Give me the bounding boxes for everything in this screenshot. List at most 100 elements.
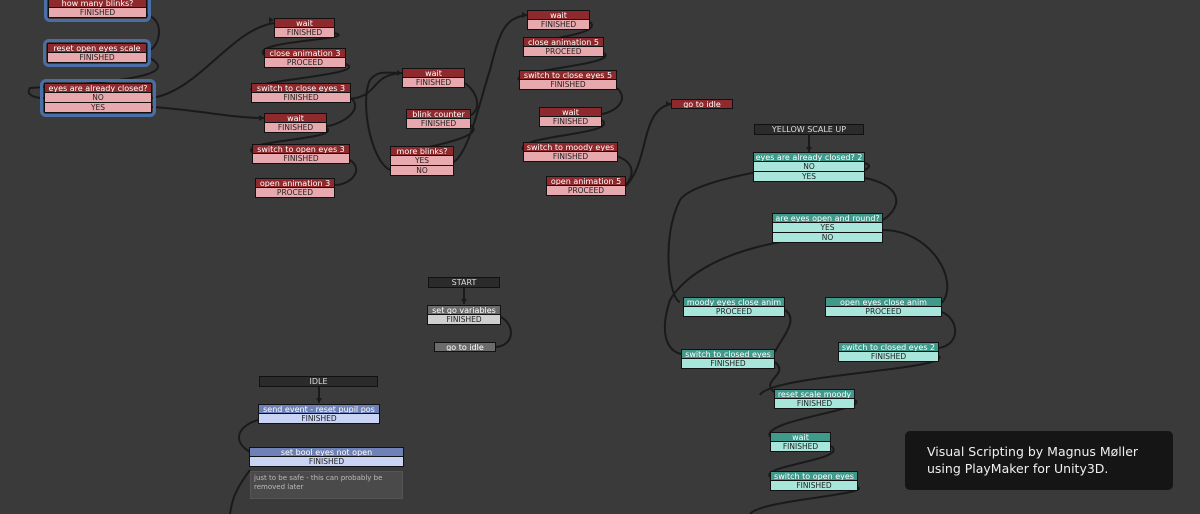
state-wait[interactable]: wait FINISHED: [527, 10, 590, 30]
transition-no[interactable]: NO: [390, 166, 454, 176]
state-title: eyes are already closed?: [44, 83, 152, 93]
state-reset-open-eyes-scale[interactable]: reset open eyes scale FINISHED: [43, 39, 151, 67]
state-wait[interactable]: wait FINISHED: [539, 107, 602, 127]
transition-proceed[interactable]: PROCEED: [683, 307, 785, 317]
transition-finished[interactable]: FINISHED: [252, 154, 350, 164]
transition-finished[interactable]: FINISHED: [48, 8, 147, 18]
transition-finished[interactable]: FINISHED: [251, 93, 351, 103]
state-title: wait: [264, 113, 327, 123]
state-comment: just to be safe - this can probably be r…: [250, 471, 403, 499]
state-switch-to-moody-eyes[interactable]: switch to moody eyes FINISHED: [523, 142, 618, 162]
transition-yes[interactable]: YES: [772, 223, 883, 233]
state-switch-to-open-eyes[interactable]: switch to open eyes FINISHED: [770, 471, 858, 491]
state-title: go to idle: [434, 342, 496, 352]
transition-finished[interactable]: FINISHED: [47, 53, 147, 63]
state-title: open eyes close anim: [825, 297, 942, 307]
credit-line-1: Visual Scripting by Magnus Møller: [927, 444, 1139, 459]
state-are-eyes-open-and-round[interactable]: are eyes open and round? YES NO: [772, 213, 883, 243]
credit-overlay: Visual Scripting by Magnus Møller using …: [905, 431, 1173, 490]
state-switch-to-close-eyes-3[interactable]: switch to close eyes 3 FINISHED: [251, 83, 351, 103]
state-open-animation-3[interactable]: open animation 3 PROCEED: [255, 178, 335, 198]
state-wait[interactable]: wait FINISHED: [264, 113, 327, 133]
state-title: eyes are already closed? 2: [753, 152, 865, 162]
state-eyes-already-closed-2[interactable]: eyes are already closed? 2 NO YES: [753, 152, 865, 182]
transition-finished[interactable]: FINISHED: [258, 414, 380, 424]
state-reset-scale-moody[interactable]: reset scale moody FINISHED: [774, 389, 855, 409]
state-switch-to-open-eyes-3[interactable]: switch to open eyes 3 FINISHED: [252, 144, 350, 164]
state-title: reset open eyes scale: [47, 43, 147, 53]
transition-finished[interactable]: FINISHED: [264, 123, 327, 133]
transition-no[interactable]: NO: [772, 233, 883, 243]
state-send-event-reset-pupil-pos[interactable]: send event - reset pupil pos FINISHED: [258, 404, 380, 424]
state-title: switch to moody eyes: [523, 142, 618, 152]
transition-finished[interactable]: FINISHED: [519, 80, 617, 90]
transition-proceed[interactable]: PROCEED: [255, 188, 335, 198]
transition-proceed[interactable]: PROCEED: [825, 307, 942, 317]
transition-finished[interactable]: FINISHED: [770, 442, 831, 452]
state-title: more blinks?: [390, 146, 454, 156]
state-moody-eyes-close-anim[interactable]: moody eyes close anim PROCEED: [683, 297, 785, 317]
transition-finished[interactable]: FINISHED: [539, 117, 602, 127]
state-more-blinks[interactable]: more blinks? YES NO: [390, 146, 454, 176]
transition-proceed[interactable]: PROCEED: [546, 186, 626, 196]
transition-no[interactable]: NO: [44, 93, 152, 103]
state-wait[interactable]: wait FINISHED: [274, 18, 335, 38]
state-title: switch to closed eyes: [681, 349, 775, 359]
transition-finished[interactable]: FINISHED: [774, 399, 855, 409]
state-eyes-already-closed[interactable]: eyes are already closed? NO YES: [40, 79, 156, 117]
state-title: close animation 3: [264, 48, 346, 58]
state-how-many-blinks[interactable]: how many blinks? FINISHED: [44, 0, 151, 22]
transition-proceed[interactable]: PROCEED: [264, 58, 346, 68]
state-wait[interactable]: wait FINISHED: [770, 432, 831, 452]
state-title: wait: [770, 432, 831, 442]
transition-finished[interactable]: FINISHED: [249, 457, 404, 467]
transition-finished[interactable]: FINISHED: [527, 20, 590, 30]
state-title: set bool eyes not open: [249, 447, 404, 457]
state-set-bool-eyes-not-open[interactable]: set bool eyes not open FINISHED: [249, 447, 404, 467]
state-open-animation-5[interactable]: open animation 5 PROCEED: [546, 176, 626, 196]
transition-yes[interactable]: YES: [44, 103, 152, 113]
transition-yes[interactable]: YES: [390, 156, 454, 166]
state-title: set go variables: [427, 305, 501, 315]
transition-proceed[interactable]: PROCEED: [523, 47, 604, 57]
state-title: are eyes open and round?: [772, 213, 883, 223]
transition-finished[interactable]: FINISHED: [274, 28, 335, 38]
event-label-start: START: [428, 277, 500, 288]
transition-yes[interactable]: YES: [753, 172, 865, 182]
transition-no[interactable]: NO: [753, 162, 865, 172]
transition-finished[interactable]: FINISHED: [770, 481, 858, 491]
state-switch-to-closed-eyes-2[interactable]: switch to closed eyes 2 FINISHED: [838, 342, 939, 362]
state-switch-to-close-eyes-5[interactable]: switch to close eyes 5 FINISHED: [519, 70, 617, 90]
state-close-animation-5[interactable]: close animation 5 PROCEED: [523, 37, 604, 57]
state-wait[interactable]: wait FINISHED: [402, 68, 465, 88]
state-title: switch to open eyes: [770, 471, 858, 481]
transition-finished[interactable]: FINISHED: [681, 359, 775, 369]
state-switch-to-closed-eyes[interactable]: switch to closed eyes FINISHED: [681, 349, 775, 369]
credit-line-2: using PlayMaker for Unity3D.: [927, 461, 1109, 476]
state-title: blink counter: [406, 109, 471, 119]
transition-finished[interactable]: FINISHED: [402, 78, 465, 88]
state-title: switch to close eyes 5: [519, 70, 617, 80]
state-open-eyes-close-anim[interactable]: open eyes close anim PROCEED: [825, 297, 942, 317]
state-title: close animation 5: [523, 37, 604, 47]
state-set-go-variables[interactable]: set go variables FINISHED: [427, 305, 501, 325]
state-title: wait: [402, 68, 465, 78]
transition-finished[interactable]: FINISHED: [427, 315, 501, 325]
state-title: switch to open eyes 3: [252, 144, 350, 154]
state-go-to-idle[interactable]: go to idle: [434, 342, 496, 352]
state-title: go to idle: [671, 99, 733, 109]
state-blink-counter[interactable]: blink counter FINISHED: [406, 109, 471, 129]
transition-finished[interactable]: FINISHED: [406, 119, 471, 129]
state-title: how many blinks?: [48, 0, 147, 8]
state-title: open animation 3: [255, 178, 335, 188]
state-go-to-idle[interactable]: go to idle: [671, 99, 733, 109]
state-title: wait: [539, 107, 602, 117]
transition-finished[interactable]: FINISHED: [838, 352, 939, 362]
transition-finished[interactable]: FINISHED: [523, 152, 618, 162]
state-title: open animation 5: [546, 176, 626, 186]
state-close-animation-3[interactable]: close animation 3 PROCEED: [264, 48, 346, 68]
state-title: wait: [274, 18, 335, 28]
state-title: switch to closed eyes 2: [838, 342, 939, 352]
state-title: send event - reset pupil pos: [258, 404, 380, 414]
